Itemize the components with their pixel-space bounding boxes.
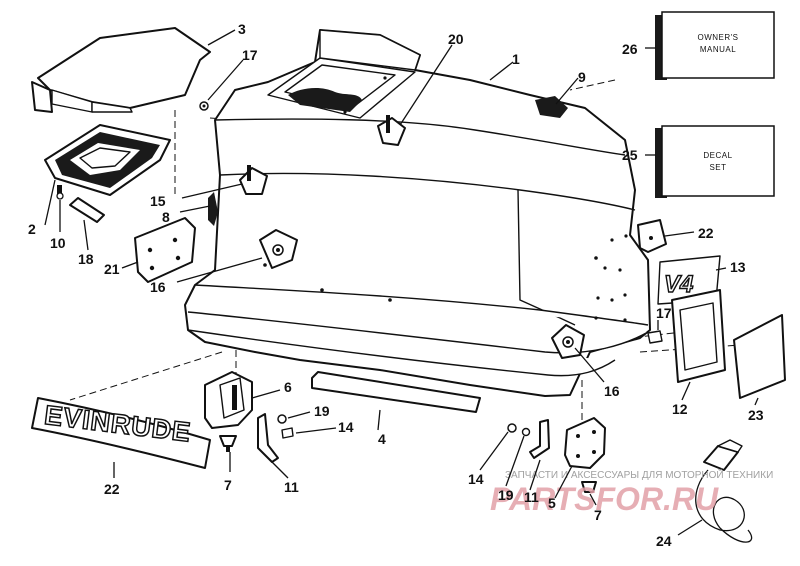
trim-strip-4[interactable] <box>311 371 481 413</box>
callout-14-right: 14 <box>468 471 484 487</box>
plate-23[interactable] <box>733 314 786 399</box>
callout-25: 25 <box>622 147 638 163</box>
callout-19-left: 19 <box>314 403 330 419</box>
callout-22-left: 22 <box>104 481 120 497</box>
callout-2: 2 <box>28 221 36 237</box>
owners-manual-box[interactable]: OWNER'S MANUAL <box>655 11 775 80</box>
frame-plate-12[interactable] <box>671 289 726 383</box>
callout-numbers: 3 17 20 1 9 26 25 2 10 18 21 15 8 16 22 … <box>28 21 764 549</box>
callout-18: 18 <box>78 251 94 267</box>
callout-11-left: 11 <box>284 479 299 495</box>
grommet-15[interactable] <box>239 165 268 195</box>
callout-7-left: 7 <box>224 477 232 493</box>
callout-12: 12 <box>672 401 688 417</box>
grille-frame[interactable] <box>44 124 171 196</box>
callout-10: 10 <box>50 235 66 251</box>
callout-5: 5 <box>548 495 556 511</box>
v4-decal: V4 <box>657 255 721 305</box>
decal-set-label-1: DECAL <box>703 151 732 160</box>
callout-14-left: 14 <box>338 419 354 435</box>
grommet-16-left[interactable] <box>259 229 298 269</box>
callout-9: 9 <box>578 69 586 85</box>
grommet-7-right[interactable] <box>581 481 597 493</box>
bracket-6[interactable] <box>204 371 253 429</box>
callout-19-right: 19 <box>498 487 514 503</box>
watermark-caption: ЗАПЧАСТИ И АКСЕССУАРЫ ДЛЯ МОТОРНОЙ ТЕХНИ… <box>505 468 773 481</box>
callout-24: 24 <box>656 533 672 549</box>
callout-21: 21 <box>104 261 120 277</box>
decal-set-label-2: SET <box>709 163 726 172</box>
screw-10[interactable] <box>56 185 64 200</box>
screw-17-right[interactable] <box>647 330 663 344</box>
watermark-logo: PARTSFOR.RU <box>490 481 719 517</box>
washer-14-right[interactable] <box>507 423 517 433</box>
grommet-7-left[interactable] <box>219 435 237 452</box>
bracket-21[interactable] <box>134 217 196 283</box>
leader-lines <box>44 29 759 536</box>
callout-3: 3 <box>238 21 246 37</box>
callout-16-right: 16 <box>604 383 620 399</box>
callout-16-left: 16 <box>150 279 166 295</box>
latch-22[interactable] <box>637 219 667 253</box>
evinrude-decal: EVINRUDE <box>31 397 211 469</box>
screw-17-top[interactable] <box>199 101 209 111</box>
callout-23: 23 <box>748 407 764 423</box>
callout-26: 26 <box>622 41 638 57</box>
v4-decal-text: V4 <box>664 271 693 298</box>
trim-strip-small[interactable] <box>69 197 105 223</box>
callout-22-right: 22 <box>698 225 714 241</box>
callout-17-right: 17 <box>656 305 672 321</box>
callout-20: 20 <box>448 31 464 47</box>
callout-1: 1 <box>512 51 520 67</box>
washer-19-left[interactable] <box>277 414 287 424</box>
callout-17-top: 17 <box>242 47 258 63</box>
clip-11-right[interactable] <box>529 419 550 459</box>
callout-8: 8 <box>162 209 170 225</box>
seal-8[interactable] <box>208 192 218 226</box>
callout-4: 4 <box>378 431 386 447</box>
bracket-5[interactable] <box>564 417 606 469</box>
clip-11-left[interactable] <box>257 413 279 463</box>
grommet-20[interactable] <box>377 115 406 146</box>
callout-7-right: 7 <box>594 507 602 523</box>
owners-manual-label-1: OWNER'S <box>697 33 738 42</box>
callout-13: 13 <box>730 259 746 275</box>
decal-set-box[interactable]: DECAL SET <box>655 125 775 198</box>
owners-manual-label-2: MANUAL <box>700 45 736 54</box>
callout-15: 15 <box>150 193 166 209</box>
callout-11-right: 11 <box>524 489 539 505</box>
washer-19-right[interactable] <box>521 427 531 437</box>
watermark: ЗАПЧАСТИ И АКСЕССУАРЫ ДЛЯ МОТОРНОЙ ТЕХНИ… <box>490 468 773 517</box>
engine-cover[interactable] <box>184 29 651 397</box>
callout-6: 6 <box>284 379 292 395</box>
screw-14-left[interactable] <box>281 427 294 439</box>
choke-cable-24[interactable] <box>695 439 753 543</box>
cover-lid[interactable] <box>31 27 211 113</box>
